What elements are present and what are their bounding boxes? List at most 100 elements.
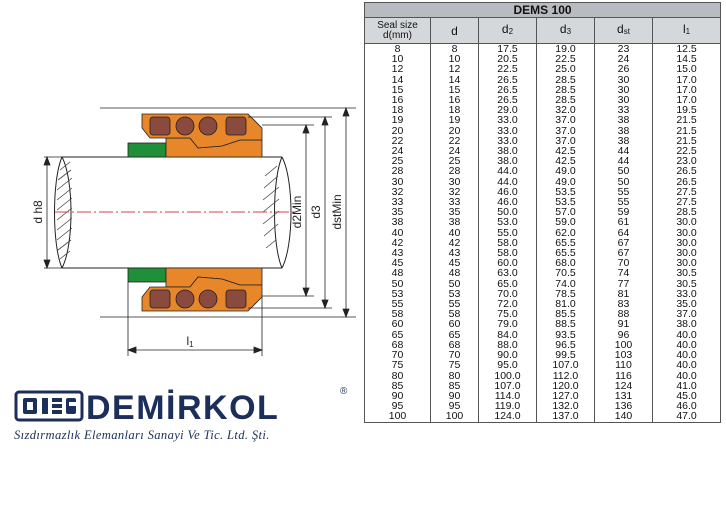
- label-dh8: d h8: [31, 200, 45, 224]
- label-d3: d3: [309, 205, 323, 219]
- table-cell: 35.0: [651, 299, 722, 309]
- brand-name: DEMİRKOL: [86, 389, 279, 427]
- table-cell: 30.0: [651, 248, 722, 258]
- table-cell: 75: [364, 360, 431, 371]
- registered-mark: ®: [340, 386, 348, 397]
- table-cell: 37.0: [651, 309, 722, 320]
- table-cell: 30.0: [651, 258, 722, 269]
- table-cell: 30.5: [651, 268, 722, 279]
- table-cell: 17.0: [651, 74, 722, 85]
- table-cell: 21.5: [651, 115, 722, 126]
- table-cell: 75: [430, 360, 479, 371]
- table-cell: 14.5: [651, 54, 722, 65]
- label-dstmin: dstMin: [330, 194, 344, 229]
- demirkol-logo: DEMİRKOL ®: [14, 386, 348, 427]
- table-cell: 95.0: [478, 360, 537, 371]
- table-cell: 40.0: [651, 370, 722, 381]
- table-cell: 22.5: [651, 146, 722, 156]
- table-cell: 30.0: [651, 238, 722, 248]
- table-cell: 17.0: [651, 95, 722, 105]
- table-cell: 30.0: [651, 217, 722, 228]
- table-cell: 26.5: [651, 176, 722, 187]
- table-cell: 47.0: [651, 411, 722, 423]
- table-cell: 26.5: [651, 166, 722, 177]
- table-cell: 27.5: [651, 197, 722, 207]
- table-cell: 23.0: [651, 156, 722, 167]
- table-cell: 28.5: [651, 207, 722, 218]
- table-cell: 12.5: [651, 43, 722, 55]
- table-cell: 46.0: [651, 401, 722, 411]
- table-cell: 40.0: [651, 350, 722, 360]
- table-cell: 30.5: [651, 278, 722, 289]
- shaft-break-hatch: [56, 161, 280, 260]
- table-title: DEMS 100: [363, 2, 722, 18]
- table-cell: 21.5: [651, 125, 722, 136]
- table-cell: 27.5: [651, 186, 722, 197]
- demirkol-emblem-icon: [14, 390, 84, 422]
- table-cell: 137.0: [536, 411, 595, 423]
- table-cell: 40.0: [651, 329, 722, 340]
- table-cell: 38.0: [651, 319, 722, 330]
- table-cell: 107.0: [536, 360, 595, 371]
- header-d3: d3: [536, 17, 595, 44]
- table-cell: 21.5: [651, 135, 722, 146]
- table-cell: 45.0: [651, 391, 722, 401]
- seal-cross-section-drawing: d h8 d2Min d3 dstMin l1: [31, 106, 356, 356]
- table-cell: 17.0: [651, 84, 722, 95]
- table-cell: 33.0: [651, 289, 722, 299]
- dimension-lines: [43, 106, 356, 356]
- table-cell: 40.0: [651, 360, 722, 371]
- brand-tagline: Sızdırmazlık Elemanları Sanayi Ve Tic. L…: [14, 428, 270, 442]
- table-cell: 140: [594, 411, 653, 423]
- table-cell: 40.0: [651, 340, 722, 350]
- label-d2min: d2Min: [290, 196, 304, 229]
- seal-upper-half: [127, 113, 263, 158]
- table-cell: 15.0: [651, 64, 722, 75]
- header-l1: l1: [651, 17, 722, 44]
- table-cell: 124.0: [478, 411, 537, 423]
- table-cell: 30.0: [651, 227, 722, 238]
- table-cell: 100: [430, 411, 479, 423]
- table-cell: 100: [364, 411, 431, 423]
- label-l1: l1: [186, 334, 194, 349]
- header-d: d: [430, 17, 479, 44]
- seal-lower-half: [127, 267, 263, 312]
